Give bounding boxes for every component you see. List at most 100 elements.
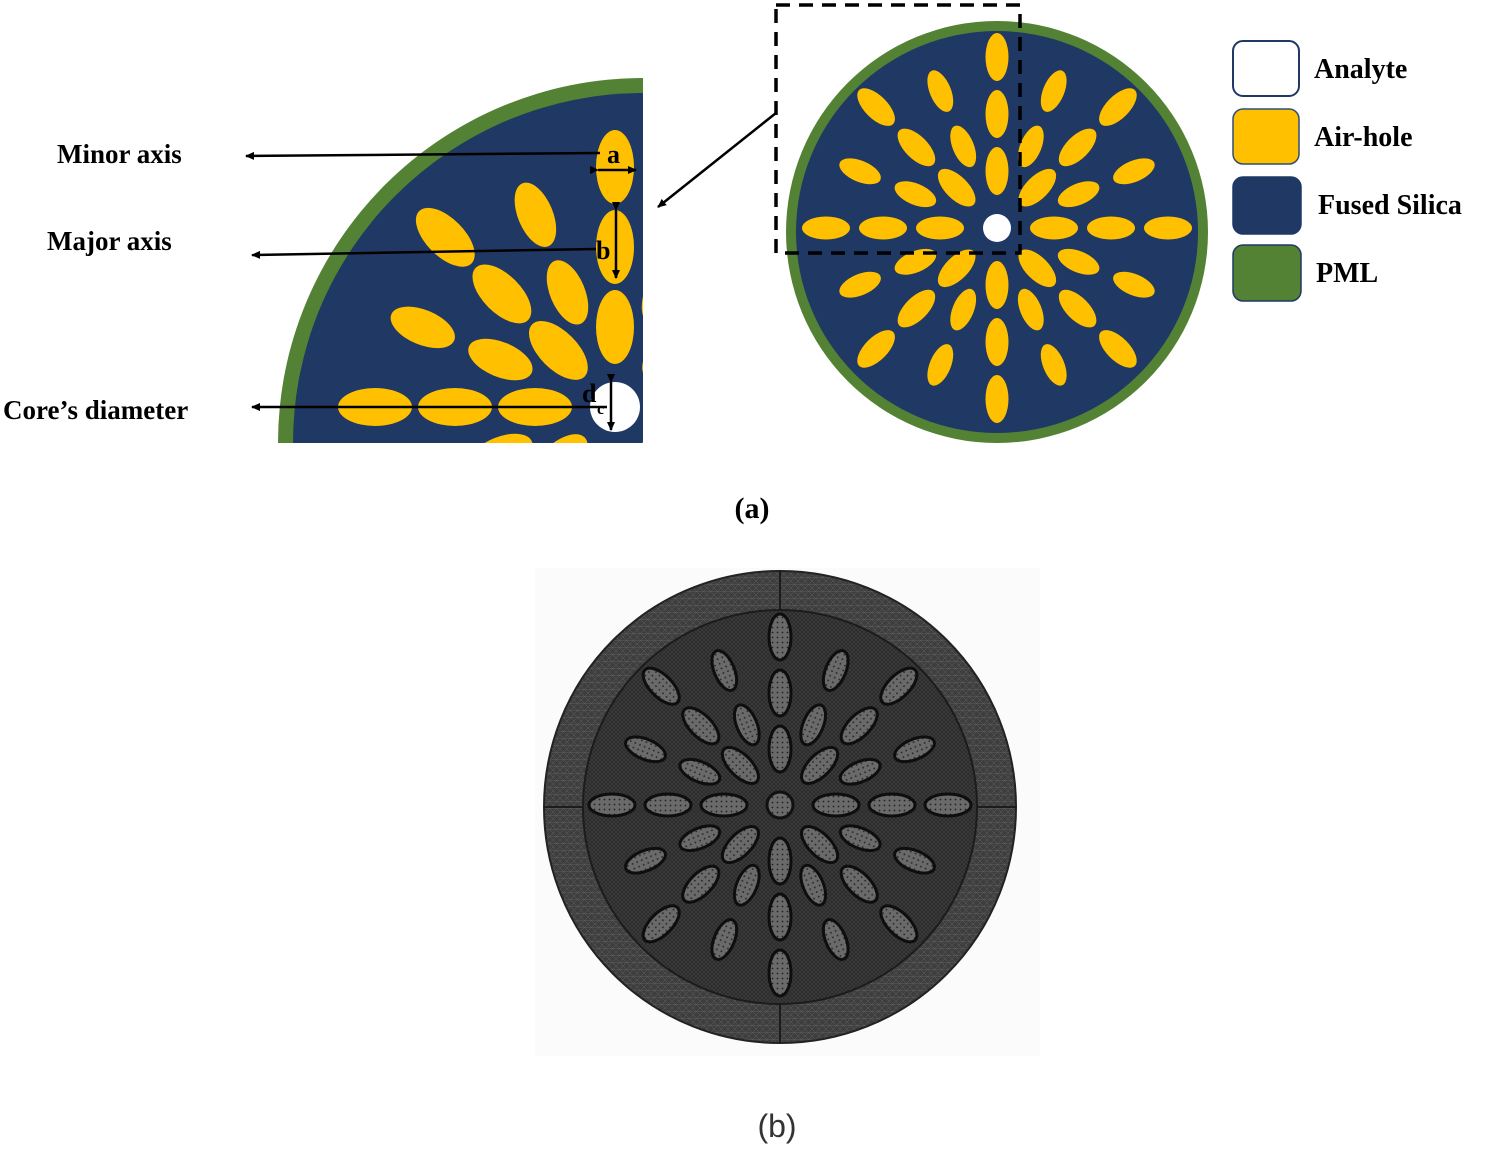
mesh-air-hole: [767, 724, 793, 774]
mesh-air-hole: [643, 792, 693, 818]
legend-label-fused-silica: Fused Silica: [1318, 190, 1462, 221]
zoom-air-hole: [769, 457, 845, 515]
mesh-air-hole: [624, 846, 667, 875]
mesh-air-hole: [838, 757, 882, 786]
full-air-hole: [1057, 248, 1100, 275]
caption-a: (a): [735, 492, 770, 525]
full-air-hole: [857, 88, 895, 126]
mesh-air-hole: [710, 649, 739, 692]
full-air-hole: [937, 168, 976, 207]
full-air-hole: [1087, 216, 1135, 240]
zoom-analyte-core: [590, 382, 640, 432]
zoom-air-hole: [658, 388, 732, 426]
legend: Analyte Air-hole Fused Silica PML: [1232, 40, 1462, 302]
caption-b: (b): [757, 1108, 796, 1144]
legend-label-air-hole: Air-hole: [1314, 122, 1413, 153]
full-air-hole: [1018, 249, 1057, 288]
full-air-hole: [937, 249, 976, 288]
zoom-air-hole: [691, 425, 767, 483]
full-air-hole: [985, 318, 1009, 366]
symbol-c: c: [597, 401, 604, 418]
full-air-hole: [985, 33, 1009, 81]
zoom-air-hole: [385, 457, 461, 515]
full-air-hole: [1040, 70, 1067, 112]
zoom-air-hole: [642, 434, 643, 443]
mesh-air-hole: [800, 825, 840, 865]
mesh-air-hole: [678, 757, 722, 786]
zoom-air-hole: [514, 182, 557, 247]
full-air-hole: [1144, 216, 1192, 240]
zoom-air-hole: [546, 260, 589, 325]
full-air-hole: [1057, 181, 1100, 208]
zoom-air-hole: [462, 481, 541, 560]
mesh-air-hole: [641, 666, 681, 706]
mesh-air-hole: [681, 706, 721, 746]
legend-swatch-air-hole: [1232, 108, 1300, 165]
core-diameter-label: Core’s diameter: [3, 395, 188, 425]
full-air-hole: [859, 216, 907, 240]
zoom-air-hole: [689, 254, 768, 333]
major-axis-label: Major axis: [47, 226, 172, 256]
zoom-air-hole: [642, 320, 643, 380]
mesh-air-hole: [710, 918, 739, 961]
legend-swatch-pml: [1232, 244, 1302, 302]
annotation-arrows: [245, 112, 777, 411]
zoom-region-box: [774, 3, 1022, 255]
full-air-hole: [1017, 288, 1044, 331]
mesh-air-hole: [838, 824, 882, 853]
full-air-hole: [894, 248, 937, 275]
mesh-cross-section: [535, 568, 1040, 1056]
full-air-hole: [927, 70, 954, 112]
mesh-air-hole: [699, 792, 749, 818]
mesh-air-holes: [587, 612, 973, 998]
full-air-hole: [1099, 330, 1137, 368]
full-air-hole: [897, 128, 936, 167]
full-air-hole: [894, 181, 937, 208]
full-air-hole: [1113, 271, 1155, 298]
full-air-hole: [1058, 289, 1097, 328]
zoom-air-hole: [538, 483, 596, 559]
full-air-hole: [985, 90, 1009, 138]
zoom-link-arrow: [657, 112, 777, 208]
mesh-air-hole: [767, 948, 793, 998]
mesh-air-hole: [839, 706, 879, 746]
full-air-hole: [839, 158, 881, 185]
mesh-air-hole: [799, 863, 828, 907]
mesh-air-hole: [732, 703, 761, 747]
symbol-a: a: [607, 140, 620, 169]
full-air-hole: [985, 375, 1009, 423]
full-air-hole: [1030, 216, 1078, 240]
legend-label-pml: PML: [1316, 258, 1378, 289]
full-analyte-core: [983, 214, 1011, 242]
full-air-hole: [857, 330, 895, 368]
mesh-air-hole: [720, 825, 760, 865]
mesh-air-hole: [624, 735, 667, 764]
full-air-hole: [950, 125, 977, 168]
full-air-hole: [1113, 158, 1155, 185]
mesh-air-hole: [893, 846, 936, 875]
zoom-air-hole: [633, 483, 691, 559]
mesh-air-hole: [720, 745, 760, 785]
mesh-air-hole: [893, 735, 936, 764]
full-air-hole: [1017, 125, 1044, 168]
dimension-marks: [590, 166, 637, 431]
zoom-air-hole: [472, 264, 532, 324]
mesh-air-hole: [767, 892, 793, 942]
minor-axis-arrow: [245, 151, 601, 160]
full-air-holes: [802, 33, 1192, 423]
mesh-partition-lines: [544, 571, 1016, 1043]
mesh-air-hole: [811, 792, 861, 818]
legend-label-analyte: Analyte: [1314, 54, 1407, 85]
mesh-air-hole: [641, 904, 681, 944]
symbol-d: d: [582, 379, 597, 408]
zoom-air-hole: [406, 537, 485, 616]
full-air-hole: [839, 271, 881, 298]
mesh-air-hole: [678, 824, 722, 853]
zoom-air-hole: [528, 320, 588, 380]
mesh-air-hole: [879, 904, 919, 944]
full-air-hole: [897, 289, 936, 328]
full-cross-section: [786, 21, 1208, 443]
full-air-hole: [1099, 88, 1137, 126]
mesh-air-hole: [587, 792, 637, 818]
